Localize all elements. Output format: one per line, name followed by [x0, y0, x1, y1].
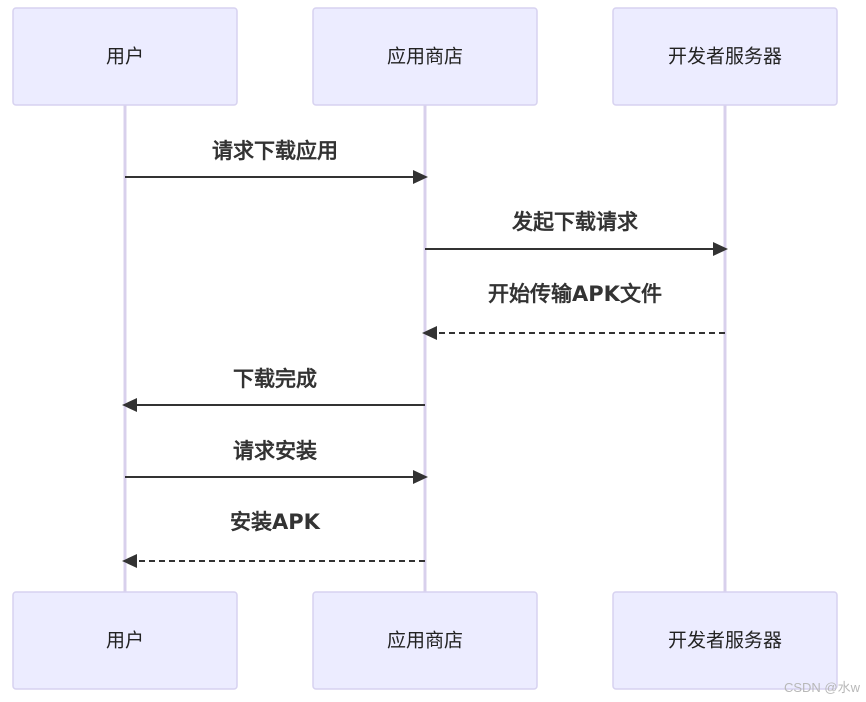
message-label: 请求安装 [233, 439, 317, 463]
message-transfer-apk: 开始传输APK文件 [422, 282, 725, 340]
actor-label: 应用商店 [387, 630, 463, 652]
actor-label: 开发者服务器 [668, 46, 782, 68]
arrowhead-left [122, 554, 137, 568]
actor-label: 用户 [106, 630, 144, 652]
message-start-download-request: 发起下载请求 [425, 210, 728, 256]
actor-label: 应用商店 [387, 46, 463, 68]
actor-bottom-user: 用户 [12, 591, 238, 690]
message-request-install: 请求安装 [125, 439, 428, 484]
message-label: 发起下载请求 [511, 210, 638, 234]
arrowhead-right [413, 470, 428, 484]
arrowhead-right [713, 242, 728, 256]
arrowhead-left [122, 398, 137, 412]
watermark: CSDN @水w [783, 680, 860, 695]
message-label: 开始传输APK文件 [488, 282, 662, 306]
actor-top-dev: 开发者服务器 [612, 7, 838, 106]
message-label: 请求下载应用 [212, 139, 338, 163]
arrowhead-right [413, 170, 428, 184]
message-download-complete: 下载完成 [122, 367, 425, 412]
actor-bottom-dev: 开发者服务器 [612, 591, 838, 690]
message-label: 下载完成 [233, 367, 317, 391]
actor-bottom-store: 应用商店 [312, 591, 538, 690]
actor-top-store: 应用商店 [312, 7, 538, 106]
actor-label: 开发者服务器 [668, 630, 782, 652]
actor-label: 用户 [106, 46, 144, 68]
message-install-apk: 安装APK [122, 510, 425, 568]
actor-top-user: 用户 [12, 7, 238, 106]
message-request-download: 请求下载应用 [125, 139, 428, 184]
message-label: 安装APK [230, 510, 321, 534]
arrowhead-left [422, 326, 437, 340]
